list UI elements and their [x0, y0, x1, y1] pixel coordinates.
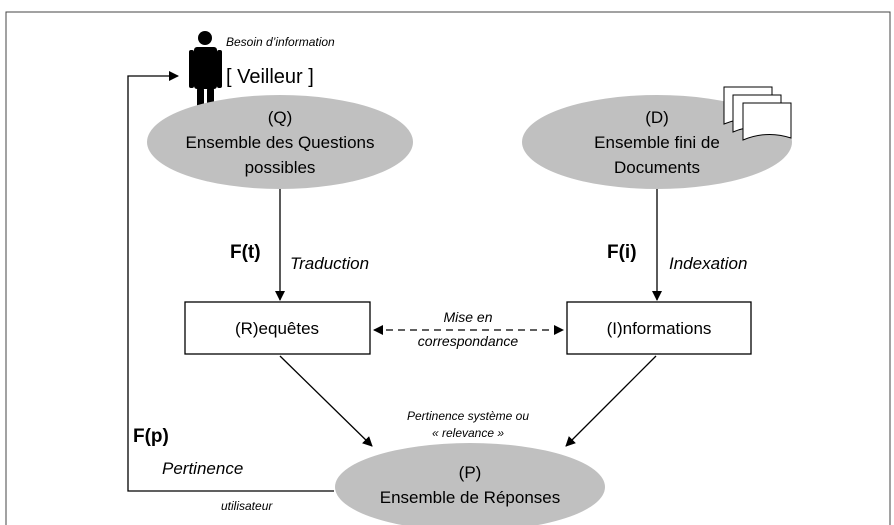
indexation-label: Indexation: [669, 254, 747, 273]
diagram-frame: [5, 11, 891, 525]
questions-line1: Ensemble des Questions: [186, 133, 375, 152]
information-need-label: Besoin d’information: [226, 35, 335, 49]
fi-function: F(i): [607, 242, 637, 263]
questions-line2: possibles: [245, 158, 316, 177]
ft-function: F(t): [230, 242, 261, 263]
matching-line2: correspondance: [418, 333, 519, 349]
documents-code: (D): [645, 108, 669, 127]
watcher-label: [ Veilleur ]: [226, 66, 314, 88]
matching-line1: Mise en: [443, 309, 492, 325]
informations-box: [566, 301, 752, 355]
responses-code: (P): [459, 463, 482, 482]
informations-to-responses-arrow: [565, 355, 657, 447]
system-relevance-line2: « relevance »: [432, 426, 504, 440]
user-relevance-sub: utilisateur: [221, 499, 273, 513]
user-relevance-label: Pertinence: [162, 459, 243, 478]
responses-ellipse: [335, 443, 605, 525]
system-relevance-line1: Pertinence système ou: [407, 409, 529, 423]
responses-label: Ensemble de Réponses: [380, 488, 561, 507]
questions-code: (Q): [268, 108, 293, 127]
translation-label: Traduction: [290, 254, 369, 273]
informations-label: (I)nformations: [607, 319, 712, 338]
feedback-arrow: [127, 71, 334, 492]
requetes-box: [184, 301, 371, 355]
questions-ellipse: [147, 95, 413, 189]
documents-line1: Ensemble fini de: [594, 133, 720, 152]
requetes-label: (R)equêtes: [235, 319, 319, 338]
documents-line2: Documents: [614, 158, 700, 177]
documents-stack-icon: [723, 86, 792, 141]
fp-function: F(p): [133, 426, 169, 447]
person-icon: [189, 31, 222, 120]
requetes-to-responses-arrow: [279, 355, 373, 447]
